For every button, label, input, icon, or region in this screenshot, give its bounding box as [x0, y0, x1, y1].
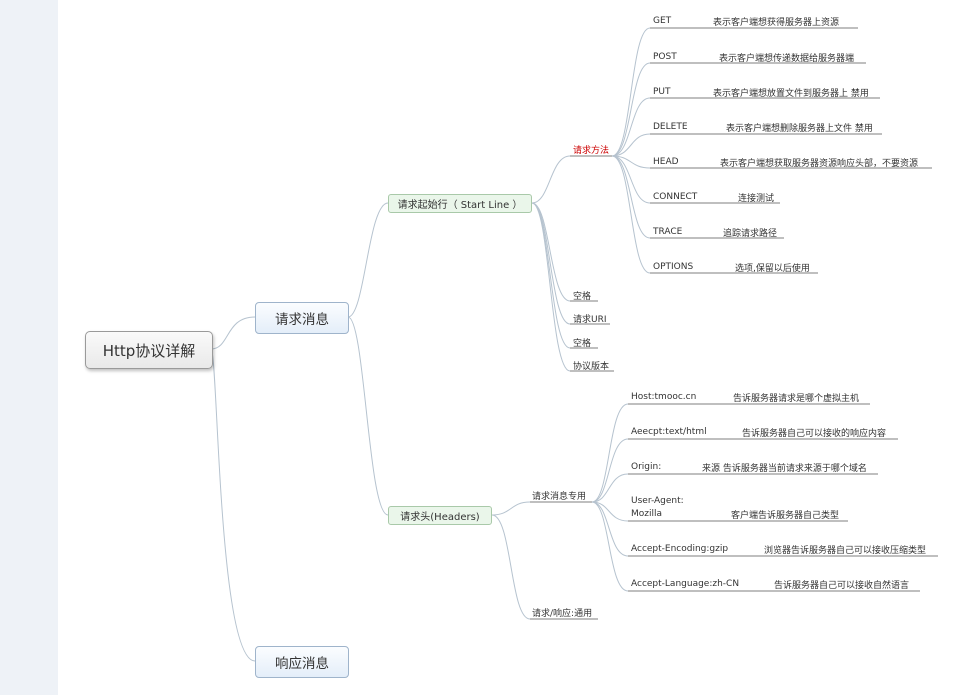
topic-start-line[interactable]: 请求起始行（ Start Line ） [388, 194, 532, 213]
header-accept-encoding-name[interactable]: Accept-Encoding:gzip [631, 544, 729, 554]
method-head-desc[interactable]: 表示客户端想获取服务器资源响应头部，不要资源 [720, 159, 919, 169]
topic-request-dedicated[interactable]: 请求消息专用 [532, 492, 587, 502]
header-accept-language-desc[interactable]: 告诉服务器自己可以接收自然语言 [774, 581, 910, 591]
method-delete-name[interactable]: DELETE [653, 122, 688, 132]
method-connect-name[interactable]: CONNECT [653, 192, 698, 202]
method-put-desc[interactable]: 表示客户端想放置文件到服务器上 禁用 [713, 89, 869, 99]
method-trace-desc[interactable]: 追踪请求路径 [723, 229, 778, 239]
connector-startline-method [531, 155, 571, 204]
connector-headers-common [491, 514, 531, 620]
header-user-agent-value[interactable]: Mozilla [631, 509, 663, 519]
method-options-name[interactable]: OPTIONS [653, 262, 694, 272]
connector-request-startline [347, 202, 389, 318]
method-get-desc[interactable]: 表示客户端想获得服务器上资源 [713, 18, 840, 28]
connector-headers-dedicated [491, 501, 531, 516]
header-accept-encoding-desc[interactable]: 浏览器告诉服务器自己可以接收压缩类型 [764, 546, 927, 556]
connector-startline-space2 [531, 202, 571, 349]
header-origin-desc[interactable]: 来源 告诉服务器当前请求来源于哪个域名 [702, 464, 867, 474]
topic-request-response-common[interactable]: 请求/响应:通用 [532, 609, 593, 619]
method-delete-desc[interactable]: 表示客户端想删除服务器上文件 禁用 [726, 124, 873, 134]
header-accept-name[interactable]: Aeecpt:text/html [631, 427, 707, 437]
method-options-desc[interactable]: 选项,保留以后使用 [735, 264, 810, 274]
topic-space-1[interactable]: 空格 [573, 292, 592, 302]
method-put-name[interactable]: PUT [653, 87, 671, 97]
topic-space-2[interactable]: 空格 [573, 339, 592, 349]
connector-startline-space1 [531, 202, 571, 302]
topic-request-message[interactable]: 请求消息 [255, 302, 349, 334]
topic-request-method[interactable]: 请求方法 [573, 146, 610, 156]
header-origin-name[interactable]: Origin: [631, 462, 662, 472]
header-user-agent-name[interactable]: User-Agent: [631, 496, 684, 506]
header-host-desc[interactable]: 告诉服务器请求是哪个虚拟主机 [733, 394, 860, 404]
method-connect-desc[interactable]: 连接测试 [738, 194, 775, 204]
method-get-name[interactable]: GET [653, 16, 672, 26]
header-user-agent-desc[interactable]: 客户端告诉服务器自己类型 [731, 511, 840, 521]
header-host-name[interactable]: Host:tmooc.cn [631, 392, 697, 402]
connector-root-response [210, 348, 256, 662]
connector-request-headers [347, 316, 389, 516]
method-post-desc[interactable]: 表示客户端想传递数据给服务器端 [719, 54, 855, 64]
method-post-name[interactable]: POST [653, 52, 677, 62]
left-panel-strip [0, 0, 58, 695]
root-topic[interactable]: Http协议详解 [85, 331, 213, 369]
topic-headers[interactable]: 请求头(Headers) [388, 506, 492, 525]
topic-response-message[interactable]: 响应消息 [255, 646, 349, 678]
header-accept-language-name[interactable]: Accept-Language:zh-CN [631, 579, 740, 589]
topic-protocol-version[interactable]: 协议版本 [573, 362, 610, 372]
connector-startline-version [531, 202, 571, 372]
topic-request-uri[interactable]: 请求URI [573, 315, 607, 325]
method-head-name[interactable]: HEAD [653, 157, 679, 167]
method-trace-name[interactable]: TRACE [653, 227, 683, 237]
connector-startline-uri [531, 202, 571, 325]
connector-root-request [210, 316, 256, 350]
header-accept-desc[interactable]: 告诉服务器自己可以接收的响应内容 [742, 429, 887, 439]
